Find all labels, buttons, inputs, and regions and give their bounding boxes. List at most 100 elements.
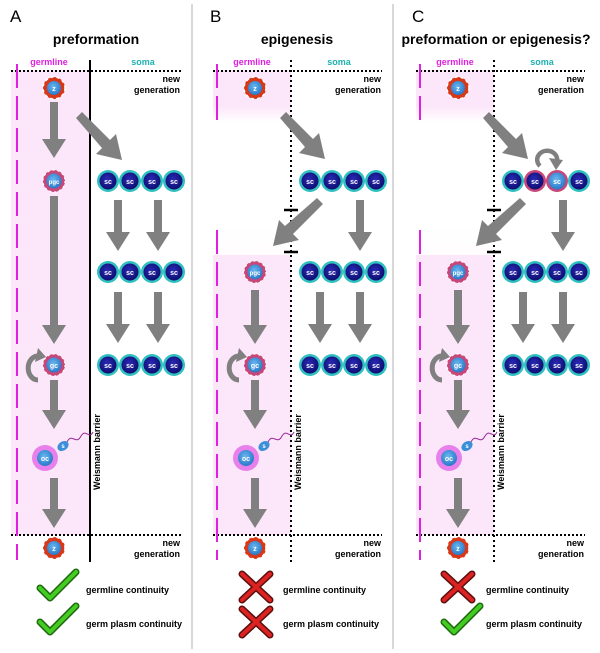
svg-text:sc: sc <box>306 179 314 186</box>
svg-text:sc: sc <box>575 179 583 186</box>
somatic-cells-row-1: sc sc sc sc <box>502 170 590 192</box>
svg-text:pgc: pgc <box>49 180 60 186</box>
svg-text:sc: sc <box>306 270 314 277</box>
svg-text:gc: gc <box>454 363 462 370</box>
panel-title: preformation <box>53 31 139 47</box>
arrow <box>348 200 372 251</box>
arrows <box>446 112 575 528</box>
arrow <box>106 292 130 343</box>
svg-text:sc: sc <box>126 179 134 186</box>
germ-cell: gc <box>42 353 66 377</box>
svg-text:sc: sc <box>126 363 134 370</box>
svg-text:sc: sc <box>509 179 517 186</box>
zygote-bottom: z <box>243 536 267 560</box>
arrow <box>446 290 470 344</box>
weismann-barrier-label: Weismann barrier <box>92 414 102 490</box>
somatic-cells-row-2: sc sc sc sc <box>299 261 387 283</box>
svg-text:z: z <box>456 546 460 553</box>
panel-title: preformation or epigenesis? <box>401 31 590 47</box>
arrow <box>243 290 267 344</box>
panel-title: epigenesis <box>261 31 334 47</box>
arrow <box>42 196 66 344</box>
svg-text:sc: sc <box>328 270 336 277</box>
svg-text:gc: gc <box>50 363 58 370</box>
svg-text:pgc: pgc <box>250 271 261 277</box>
soma-self-renewal-arrowhead <box>549 158 563 170</box>
svg-text:sc: sc <box>350 179 358 186</box>
outcome-germ-plasm-continuity: germ plasm continuity <box>36 602 182 636</box>
self-renewal-arrowhead <box>439 348 450 362</box>
arrow <box>146 200 170 251</box>
zygote-top: z <box>42 76 66 100</box>
svg-text:oc: oc <box>445 456 453 463</box>
somatic-cells-row-3: sc sc sc sc <box>502 354 590 376</box>
outcome-germline-continuity: germline continuity <box>238 570 366 604</box>
arrow <box>42 380 66 429</box>
arrow <box>446 478 470 528</box>
self-renewal-arrow <box>25 353 39 383</box>
arrows <box>42 102 170 528</box>
svg-text:oc: oc <box>242 456 250 463</box>
svg-text:sc: sc <box>372 363 380 370</box>
arrow <box>243 478 267 528</box>
svg-text:gc: gc <box>251 363 259 370</box>
svg-text:sc: sc <box>372 179 380 186</box>
svg-text:sc: sc <box>531 270 539 277</box>
zygote-top: z <box>446 76 470 100</box>
self-renewal-arrow <box>429 353 443 383</box>
panel-letter: B <box>210 7 221 26</box>
germline-label: germline <box>30 57 68 67</box>
primordial-germ-cell: pgc <box>243 260 267 284</box>
svg-text:sc: sc <box>372 270 380 277</box>
svg-text:sc: sc <box>350 363 358 370</box>
svg-text:sc: sc <box>170 270 178 277</box>
svg-text:pgc: pgc <box>453 271 464 277</box>
arrow <box>446 380 470 429</box>
svg-text:sc: sc <box>104 363 112 370</box>
arrow <box>146 292 170 343</box>
soma-self-renewal-arrow <box>534 148 560 168</box>
svg-text:germ plasm continuity: germ plasm continuity <box>486 619 582 629</box>
svg-text:sc: sc <box>509 270 517 277</box>
soma-label: soma <box>530 57 555 67</box>
svg-text:sc: sc <box>148 270 156 277</box>
svg-text:sc: sc <box>509 363 517 370</box>
sperm: s <box>57 431 94 452</box>
arrow <box>511 292 535 343</box>
sperm: s <box>461 431 498 452</box>
svg-text:sc: sc <box>170 179 178 186</box>
somatic-cells-row-1: sc sc sc sc <box>97 170 185 192</box>
svg-text:sc: sc <box>350 270 358 277</box>
germline-label: germline <box>436 57 474 67</box>
svg-text:germ plasm continuity: germ plasm continuity <box>86 619 182 629</box>
svg-text:z: z <box>456 86 460 93</box>
svg-text:sc: sc <box>170 363 178 370</box>
svg-text:sc: sc <box>328 179 336 186</box>
svg-text:sc: sc <box>553 363 561 370</box>
svg-text:germ plasm continuity: germ plasm continuity <box>283 619 379 629</box>
arrow <box>76 112 122 160</box>
svg-text:sc: sc <box>306 363 314 370</box>
germline-label: germline <box>233 57 271 67</box>
arrow <box>243 380 267 429</box>
outcome-germline-continuity: germline continuity <box>440 570 569 604</box>
svg-text:s: s <box>61 444 65 450</box>
oocyte: oc <box>233 445 259 471</box>
svg-text:z: z <box>52 546 56 553</box>
primordial-germ-cell: pgc <box>42 169 66 193</box>
weismann-barrier-label: Weismann barrier <box>293 414 303 490</box>
oocyte: oc <box>436 445 462 471</box>
soma-label: soma <box>327 57 352 67</box>
svg-text:z: z <box>52 86 56 93</box>
svg-text:sc: sc <box>531 179 539 186</box>
zygote-top: z <box>243 76 267 100</box>
arrow <box>483 112 528 159</box>
arrow <box>42 102 66 158</box>
